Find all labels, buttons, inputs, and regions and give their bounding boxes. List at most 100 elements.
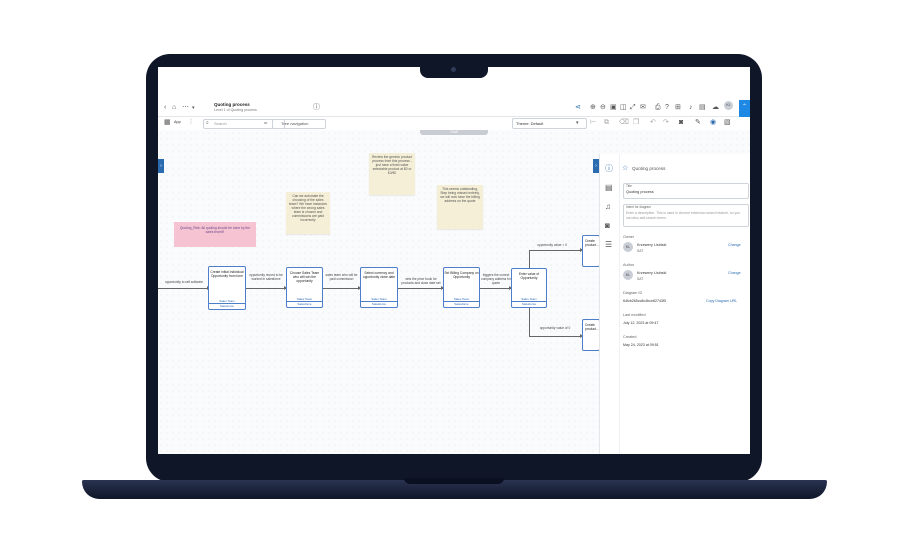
node-title: Create product... [585,239,599,247]
edge [529,336,581,337]
copy-icon[interactable]: ❐ [633,119,640,126]
edge [246,288,286,289]
edge-label: opportunity value > 0 [537,243,567,247]
edit-icon[interactable]: ✎ [695,119,701,126]
node-system: Salesforce [361,301,397,307]
document-icon[interactable]: ▧ [724,119,731,126]
edge [529,308,530,336]
node-system: Salesforce [444,301,479,307]
intent-field-label: Intent for diagram [626,205,651,209]
created-value: May 24, 2023 at 09:51 [623,343,659,347]
briefcase-icon[interactable]: ▤ [699,104,706,111]
page-subtitle: Level 1 of Quoting process [214,108,257,112]
tree-icon[interactable]: ⫶ [190,119,192,126]
node-title: Enter value of Opportunity [518,272,540,280]
details-panel: ⓘ ▤ ♫ ◙ ☰ ☆ Quoting process Title Quotin… [599,154,750,454]
change-owner-link[interactable]: Change [728,243,741,247]
tree-navigation-button[interactable]: Tree navigation [272,119,326,129]
undo-icon[interactable]: ↶ [650,119,656,126]
delete-icon[interactable]: ⌫ [619,119,629,126]
view-icon[interactable]: ◉ [710,119,717,126]
notifications-icon[interactable]: ☁ [712,104,719,111]
fullscreen-icon[interactable]: ⤢ [630,104,636,111]
node-title: Select currency and opportunity close da… [362,271,396,279]
share-icon[interactable]: ⋖ [575,104,581,111]
process-node[interactable]: Choose Sales Team who will win the oppor… [286,267,323,308]
clipboard-icon[interactable]: ▤ [605,183,613,192]
edge [529,250,530,270]
edge-label: opportunity record to be worked in sales… [249,273,283,281]
help-icon[interactable]: ? [665,104,669,111]
owner-name: Krzewery Lisiński [637,243,667,247]
sticky-note[interactable]: Review the generic product process from … [369,153,415,195]
app-icon[interactable]: ▦ [164,119,171,126]
redo-icon[interactable]: ↷ [663,119,669,126]
title-field[interactable] [623,183,749,199]
edge-label: sets the price book for products and clo… [401,277,441,285]
process-node[interactable]: Select currency and opportunity close da… [360,267,398,308]
camera-icon[interactable]: ◙ [679,119,684,126]
process-node[interactable]: Create product... [582,319,600,351]
process-node[interactable]: Set Billing Company on Opportunity Sales… [443,267,480,308]
created-label: Created [623,335,637,339]
edge-label: sales team who will be paid commission [325,273,358,281]
app-label[interactable]: App [174,120,181,124]
arrow-head [358,286,361,290]
user-avatar[interactable]: KL [724,101,733,110]
comments-icon[interactable]: ✉ [640,104,646,111]
layout-icon[interactable]: ◫ [620,104,627,111]
left-panel-toggle[interactable]: › [158,159,164,173]
node-title: Set Billing Company on Opportunity [444,271,479,279]
sticky-note[interactable]: Can we automate the choosing of the sale… [286,192,330,234]
arrow-head [509,286,512,290]
zoom-in-icon[interactable]: ⊕ [590,104,596,111]
edge [158,288,208,289]
risk-note[interactable]: Quoting_Risk: All quoting should be done… [174,222,256,247]
bell-icon[interactable]: ♫ [605,202,611,211]
grid-apps-icon[interactable]: ⊞ [675,104,681,111]
sticky-note[interactable]: This seems outstanding, Step being misse… [437,185,483,229]
search-input[interactable]: Search [203,119,285,129]
copy-diagram-url-link[interactable]: Copy Diagram URL [706,299,738,303]
change-author-link[interactable]: Change [728,271,741,275]
bell-icon[interactable]: ♪ [689,104,693,111]
screen: ‹ ⌂ ⋯ ▾ Quoting process Level 1 of Quoti… [158,67,750,454]
laptop-base [82,480,827,499]
info-icon[interactable]: ⓘ [605,164,613,173]
last-modified-label: Last modified [623,313,646,317]
or-label: or [264,120,268,125]
node-system: Salesforce [512,301,546,307]
print-icon[interactable]: ⎙ [655,104,661,111]
edge-label: triggers the correct company address for… [481,273,511,285]
home-icon[interactable]: ⌂ [172,104,177,111]
owner-avatar: KL [623,242,633,252]
laptop-hinge-notch [404,478,504,484]
back-icon[interactable]: ‹ [164,104,167,111]
sitemap-icon[interactable]: ⋯ [182,104,189,111]
node-team: Sales Team [453,297,470,301]
intent-field[interactable] [623,204,749,227]
edge [529,250,581,251]
diagram-id-label: Diagram ID [623,291,643,295]
zoom-out-icon[interactable]: ⊖ [600,104,606,111]
edge [323,288,360,289]
fit-screen-icon[interactable]: ▣ [610,104,617,111]
connector-icon[interactable]: ⊢ [590,119,597,126]
right-panel-toggle[interactable]: › [593,159,599,173]
chevron-down-icon[interactable]: ▾ [192,105,195,111]
list-icon[interactable]: ☰ [605,240,613,249]
author-label: Author [623,263,635,267]
collapse-header-button[interactable]: ⌃ [739,100,750,130]
layers-icon[interactable]: ⧉ [604,119,609,126]
process-node[interactable]: Create initial Individual Opportunity fr… [208,266,246,310]
process-node[interactable]: Create product... [582,235,600,267]
chevron-down-icon: ▾ [576,120,579,126]
owner-label: Owner [623,235,635,239]
theme-select[interactable]: Theme: Default [512,118,587,129]
info-icon[interactable]: ⓘ [313,104,320,111]
camera-icon[interactable]: ◙ [605,221,610,230]
process-node[interactable]: Enter value of Opportunity Sales Team Sa… [511,268,547,308]
star-icon[interactable]: ☆ [622,165,629,172]
author-avatar: KL [623,270,633,280]
title-field-value: Quoting process [626,190,654,194]
